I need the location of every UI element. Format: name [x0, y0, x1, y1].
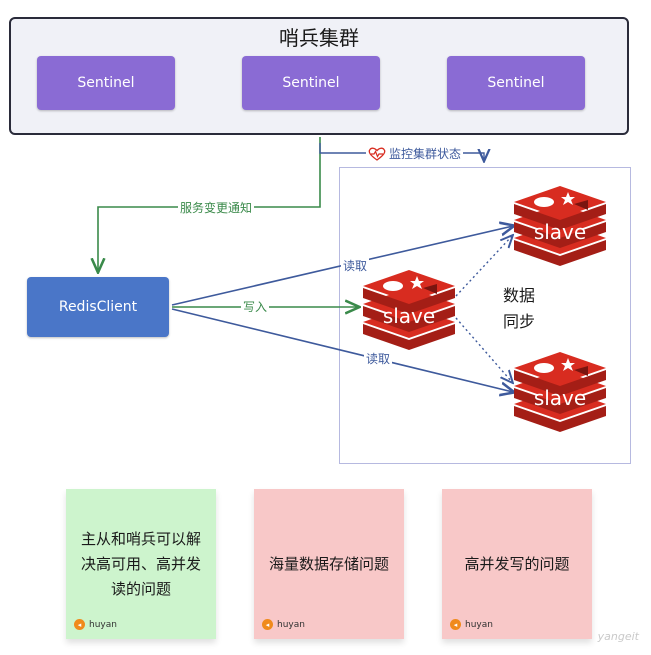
redis-node-slave-top[interactable]: slave — [512, 186, 608, 272]
sync-label: 数据 同步 — [503, 283, 535, 335]
sentinel-node-3[interactable]: Sentinel — [447, 56, 585, 110]
note-author-2: ◂ huyan — [262, 619, 305, 630]
sticky-note-3[interactable]: 高并发写的问题 — [442, 489, 592, 639]
sync-bottom-connector — [455, 317, 512, 382]
note-text: 高并发写的问题 — [464, 554, 570, 573]
monitor-label: 监控集群状态 — [389, 147, 462, 161]
heartbeat-icon — [368, 147, 386, 161]
redis-logo-icon — [514, 186, 606, 266]
read-bottom-label: 读取 — [364, 351, 393, 367]
sticky-note-1[interactable]: 主从和哨兵可以解决高可用、高并发读的问题 — [66, 489, 216, 639]
author-badge-icon: ◂ — [450, 619, 461, 630]
author-badge-icon: ◂ — [74, 619, 85, 630]
watermark: yangeit — [597, 630, 639, 643]
redis-logo-icon — [363, 270, 455, 350]
redis-node-label: slave — [533, 386, 587, 410]
redis-cluster-boundary — [339, 167, 631, 464]
note-author: huyan — [465, 619, 493, 630]
note-author-1: ◂ huyan — [74, 619, 117, 630]
monitor-label-group: 监控集群状态 — [366, 145, 464, 162]
sync-label-line2: 同步 — [503, 312, 536, 331]
note-author-3: ◂ huyan — [450, 619, 493, 630]
redis-node-master[interactable]: slave — [361, 270, 457, 356]
sticky-note-2[interactable]: 海量数据存储问题 — [254, 489, 404, 639]
notify-label: 服务变更通知 — [178, 200, 255, 216]
read-top-label: 读取 — [341, 258, 370, 274]
sentinel-node-1[interactable]: Sentinel — [37, 56, 175, 110]
note-author: huyan — [89, 619, 117, 630]
sentinel-node-2[interactable]: Sentinel — [242, 56, 380, 110]
sync-label-line1: 数据 — [503, 286, 536, 305]
redis-client-node[interactable]: RedisClient — [27, 277, 169, 337]
note-author: huyan — [277, 619, 305, 630]
redis-node-label: slave — [533, 220, 587, 244]
cluster-title: 哨兵集群 — [279, 26, 359, 50]
author-badge-icon: ◂ — [262, 619, 273, 630]
sync-top-connector — [455, 236, 512, 297]
write-label: 写入 — [241, 299, 270, 315]
note-text: 海量数据存储问题 — [268, 554, 389, 573]
read-bottom-connector — [171, 308, 513, 392]
note-text: 主从和哨兵可以解决高可用、高并发读的问题 — [80, 529, 201, 598]
redis-node-label: slave — [382, 304, 436, 328]
redis-node-slave-bottom[interactable]: slave — [512, 352, 608, 438]
redis-logo-icon — [514, 352, 606, 432]
